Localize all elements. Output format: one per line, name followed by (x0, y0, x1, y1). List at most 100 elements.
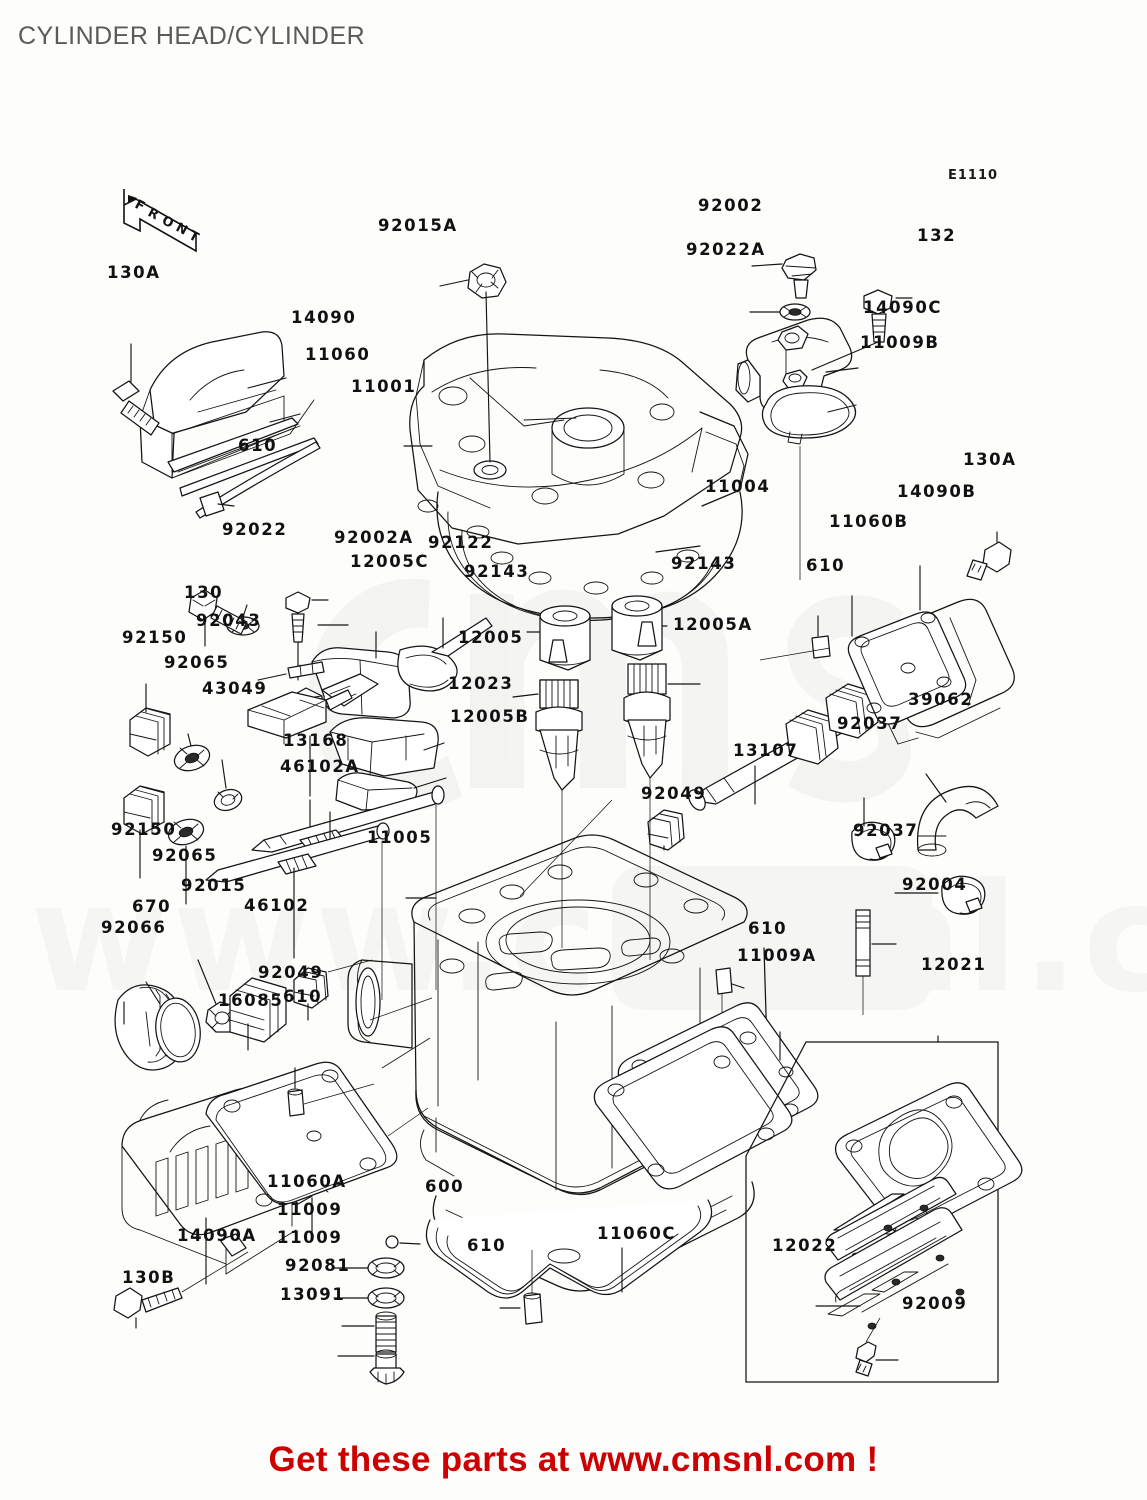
callout-92002: 92002 (698, 196, 764, 215)
part-92004-stud (855, 909, 871, 977)
part-92081-spring (375, 1311, 397, 1353)
callout-13168: 13168 (283, 731, 349, 750)
part-92065-washer-lower (167, 818, 205, 846)
detail-box-12021 (745, 1041, 999, 1383)
callout-11001: 11001 (351, 377, 417, 396)
callout-11060B: 11060B (829, 512, 909, 531)
part-reed-stopper-plate (824, 1207, 965, 1330)
callout-130B: 130B (122, 1268, 176, 1287)
callout-46102: 46102 (244, 896, 310, 915)
callout-11004: 11004 (705, 477, 771, 496)
part-11001-cylinder-head (409, 333, 749, 545)
callout-670: 670 (132, 897, 172, 916)
part-670-oring (155, 997, 201, 1063)
part-11060B-gasket (847, 611, 967, 725)
part-610-dowel-right (811, 635, 831, 659)
part-92043-pin (287, 661, 325, 679)
callout-12005: 12005 (458, 628, 524, 647)
callout-11060: 11060 (305, 345, 371, 364)
callout-92143-right: 92143 (671, 554, 737, 573)
callout-92037-upper: 92037 (837, 714, 903, 733)
callout-11009A: 11009A (737, 946, 817, 965)
callout-132: 132 (917, 226, 957, 245)
callout-11009-2: 11009 (277, 1228, 343, 1247)
callout-11005: 11005 (367, 828, 433, 847)
callout-11060A: 11060A (267, 1172, 347, 1191)
part-12005A-kips-valve-right (623, 621, 671, 779)
part-11009-washer-2 (367, 1287, 405, 1309)
part-92009-screw (855, 1341, 877, 1377)
callout-92150-upper: 92150 (122, 628, 188, 647)
footer-promo-text: Get these parts at www.cmsnl.com ! (268, 1440, 879, 1479)
callout-12022: 12022 (772, 1236, 838, 1255)
part-14090C-water-fitting (735, 317, 853, 415)
part-13091-plug (369, 1349, 405, 1385)
callout-92002A: 92002A (334, 528, 414, 547)
callout-610-cyl: 610 (748, 919, 788, 938)
part-11009-washer-1 (367, 1257, 405, 1279)
callout-12005B: 12005B (450, 707, 530, 726)
callout-92049-mid: 92049 (641, 784, 707, 803)
callout-92122: 92122 (428, 533, 494, 552)
part-92143-collar-right (611, 595, 663, 661)
part-130A-bolt-right (966, 541, 1012, 581)
part-92022A-washer (779, 303, 811, 321)
part-12022-reed-petals (825, 1176, 957, 1261)
callout-39062: 39062 (908, 690, 974, 709)
part-43049-seal (213, 788, 243, 812)
callout-610-head: 610 (238, 436, 278, 455)
part-610-dowel-head (199, 491, 225, 517)
part-92150-plug-lower (123, 785, 165, 835)
callout-92009: 92009 (902, 1294, 968, 1313)
callout-11009B: 11009B (860, 333, 940, 352)
callout-92037-lower: 92037 (853, 821, 919, 840)
part-610-dowel-kips (287, 1088, 305, 1117)
part-130B-bolt (113, 1287, 183, 1319)
part-130-bolt (188, 589, 248, 635)
exploded-parts-drawing: .o{fill:none;stroke:#141414;stroke-width… (0, 60, 1147, 1430)
callout-14090C: 14090C (863, 298, 943, 317)
callout-130: 130 (184, 583, 224, 602)
callout-92004: 92004 (902, 875, 968, 894)
callout-92150-lower: 92150 (111, 820, 177, 839)
callout-14090A: 14090A (177, 1226, 257, 1245)
part-92049-bearing-mid (647, 809, 685, 851)
callout-92065-upper: 92065 (164, 653, 230, 672)
callout-16085: 16085 (218, 991, 284, 1010)
part-kips-gear-outer (785, 709, 839, 765)
callout-600: 600 (425, 1177, 465, 1196)
diagram-code: E1110 (948, 168, 999, 183)
part-610-dowel-cylinder (715, 967, 733, 995)
part-92002A-bolt (285, 591, 311, 643)
part-12005-kips-valve-left (535, 639, 583, 791)
part-92150-plug-upper (129, 707, 171, 757)
callout-11009-1: 11009 (277, 1200, 343, 1219)
callout-46102A: 46102A (280, 757, 360, 776)
callout-12021: 12021 (921, 955, 987, 974)
part-132-bolt (863, 289, 893, 343)
part-11060A-kips-gasket (205, 1061, 398, 1207)
part-reed-gasket-layer-2 (593, 1026, 793, 1190)
callout-92015: 92015 (181, 876, 247, 895)
part-11060-gasket (167, 417, 321, 519)
callout-92015A: 92015A (378, 216, 458, 235)
part-92002-bolt (781, 253, 817, 299)
callout-92065-lower: 92065 (152, 846, 218, 865)
callout-92143-left: 92143 (464, 562, 530, 581)
callout-92022: 92022 (222, 520, 288, 539)
part-130A-bolt-upper (112, 380, 160, 436)
part-46102-rod (205, 822, 390, 883)
part-92049-bearing-lower (293, 967, 329, 1009)
callout-92043: 92043 (196, 611, 262, 630)
callout-12023: 12023 (448, 674, 514, 693)
callout-12005A: 12005A (673, 615, 753, 634)
front-direction-marker: F R O N T (118, 185, 208, 265)
part-610-dowel-base (523, 1292, 543, 1325)
callout-14090B: 14090B (897, 482, 977, 501)
callout-92022A: 92022A (686, 240, 766, 259)
part-600-ball (385, 1235, 399, 1249)
callout-92081: 92081 (285, 1256, 351, 1275)
part-11060C-base-gasket (425, 1199, 713, 1299)
part-12005B-lever (335, 772, 418, 811)
callout-92066: 92066 (101, 918, 167, 937)
